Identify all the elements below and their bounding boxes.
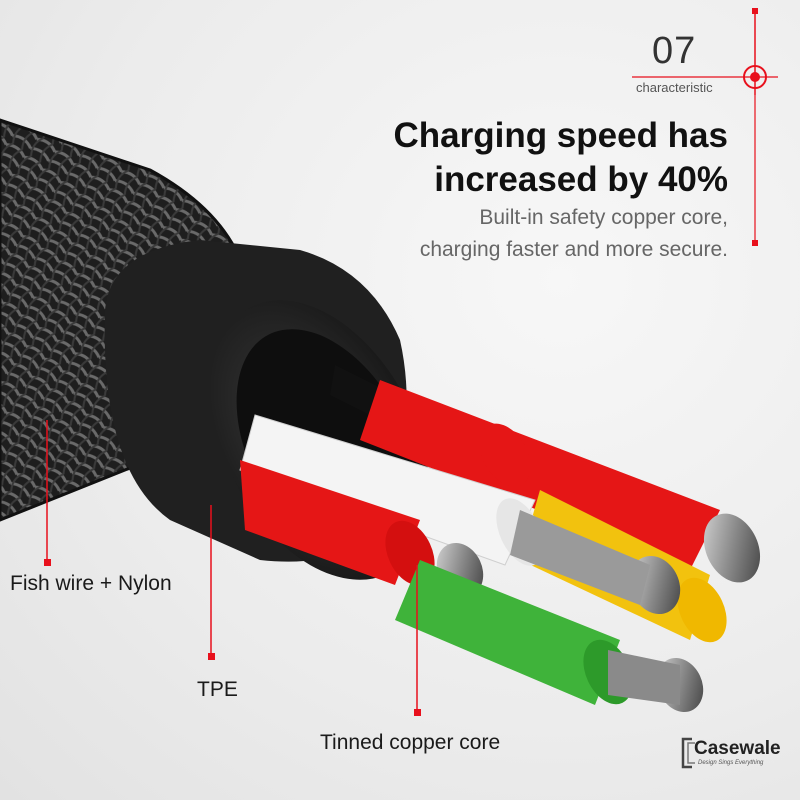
- section-marker: [632, 8, 778, 246]
- inner-wires: [239, 365, 761, 713]
- red-wire-top: [360, 380, 761, 583]
- white-wire: [239, 414, 681, 615]
- logo-tagline: Design Sings Everything: [698, 760, 764, 766]
- brand-logo: Casewale Design Sings Everything: [680, 736, 781, 775]
- callout-core-label: Tinned copper core: [320, 731, 501, 754]
- subheadline-line-2: charging faster and more secure.: [419, 238, 728, 261]
- logo-mark-icon: [681, 737, 695, 769]
- subheadline-line-1: Built-in safety copper core,: [479, 206, 728, 229]
- green-wire: [395, 560, 704, 713]
- subheadline: Built-in safety copper core, charging fa…: [268, 202, 728, 266]
- logo-name: Casewale: [694, 738, 781, 759]
- section-number: 07: [652, 30, 697, 72]
- headline: Charging speed has increased by 40%: [268, 114, 728, 202]
- headline-line-2: increased by 40%: [434, 160, 728, 199]
- section-label: characteristic: [636, 80, 713, 95]
- headline-line-1: Charging speed has: [393, 116, 728, 155]
- callout-outer-label: Fish wire + Nylon: [10, 572, 172, 595]
- callout-lines: [44, 420, 421, 716]
- callout-middle-label: TPE: [197, 678, 238, 701]
